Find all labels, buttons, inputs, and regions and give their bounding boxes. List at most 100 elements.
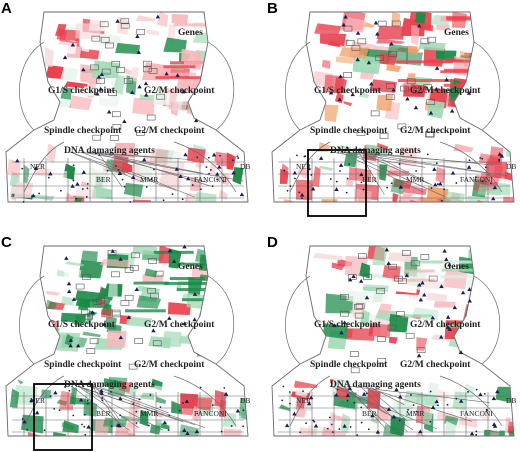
label-db: DB (240, 396, 251, 405)
node-box (376, 336, 386, 342)
dot-marker (114, 165, 117, 167)
triangle-marker (447, 327, 453, 331)
connector-line (345, 151, 446, 197)
triangle-marker (66, 289, 72, 294)
expression-patch (186, 96, 197, 116)
connector-line (94, 385, 120, 420)
panel-letter: C (1, 234, 12, 251)
triangle-marker (193, 118, 199, 123)
expression-patch (312, 166, 321, 187)
expression-patch (472, 304, 493, 319)
triangle-marker (194, 429, 200, 434)
expression-patch (45, 290, 61, 296)
label-genes: Genes (178, 28, 203, 38)
expression-stripe (155, 76, 212, 80)
expression-patch (319, 165, 333, 172)
triangle-marker (438, 334, 444, 339)
expression-patch (333, 77, 347, 94)
triangle-marker (167, 248, 173, 253)
pathway-nodes (343, 20, 436, 139)
expression-patch (104, 316, 117, 330)
triangle-marker (405, 96, 410, 101)
connector-line (96, 385, 169, 414)
body-outline (5, 245, 249, 437)
connectors (19, 41, 237, 193)
expression-stripe (396, 60, 453, 64)
dot-marker (145, 186, 148, 188)
connector-curve (207, 275, 235, 365)
expression-patch (47, 169, 68, 181)
node-box (354, 304, 363, 310)
node-box (343, 72, 352, 78)
node-box (111, 309, 121, 316)
node-box (423, 84, 432, 91)
expression-patch (426, 186, 449, 200)
dot-marker (47, 176, 50, 179)
connectors (285, 275, 503, 427)
label-db: DB (506, 396, 517, 405)
node-box (387, 324, 397, 331)
triangle-marker (292, 170, 298, 175)
pathway-grid (12, 385, 244, 436)
node-box (84, 313, 93, 320)
triangle-marker (466, 165, 472, 169)
expression-patch (181, 435, 198, 436)
label-mmr: MMR (140, 175, 159, 184)
expression-patch (369, 79, 397, 93)
triangle-marker (369, 81, 374, 86)
dot-marker (196, 412, 199, 415)
dot-marker (308, 168, 311, 171)
dot-marker (86, 187, 89, 190)
expression-patch (163, 37, 187, 53)
body-outline (5, 11, 249, 203)
node-box (425, 131, 435, 138)
label-g1s-checkpoint: G1/S checkpoint (314, 86, 381, 96)
node-box (134, 338, 143, 344)
expression-patch (442, 268, 468, 290)
dot-marker (132, 402, 135, 405)
label-ber: BER (362, 175, 377, 184)
node-box (91, 35, 101, 42)
expression-patch (327, 41, 341, 48)
dot-marker (196, 156, 199, 159)
body-outline (271, 11, 515, 203)
node-box (340, 310, 349, 317)
expression-stripe (177, 288, 226, 292)
label-mmr: MMR (406, 409, 425, 418)
dot-marker (106, 169, 109, 172)
triangle-marker (192, 292, 198, 296)
dot-marker (167, 429, 170, 432)
expression-patch (99, 258, 130, 268)
dot-marker (135, 410, 138, 413)
connector-curve (439, 141, 503, 193)
expression-patch (106, 330, 127, 348)
expression-patch (322, 323, 348, 339)
dot-marker (38, 192, 41, 195)
expression-patch (468, 292, 497, 311)
node-box (350, 351, 359, 357)
dot-marker (481, 157, 484, 160)
triangle-marker (491, 396, 497, 401)
triangle-marker (22, 419, 27, 424)
expression-patch (296, 179, 313, 201)
dot-marker (178, 409, 181, 412)
triangle-marker (167, 316, 172, 320)
expression-stripe (173, 23, 208, 27)
expression-patch (89, 169, 109, 191)
dot-marker (81, 423, 83, 426)
node-box (396, 311, 405, 317)
expression-patch (14, 182, 34, 199)
triangle-marker (68, 338, 74, 343)
expression-patch (150, 195, 165, 202)
expression-patch (112, 74, 126, 95)
node-box (379, 133, 389, 139)
expression-patch (142, 274, 163, 284)
node-box (428, 275, 438, 282)
dot-marker (199, 386, 202, 389)
markers (21, 244, 245, 436)
expression-patch (45, 299, 57, 310)
triangle-marker (394, 387, 399, 392)
expression-patch (418, 42, 446, 51)
node-box (143, 60, 152, 67)
triangle-marker (359, 172, 364, 177)
